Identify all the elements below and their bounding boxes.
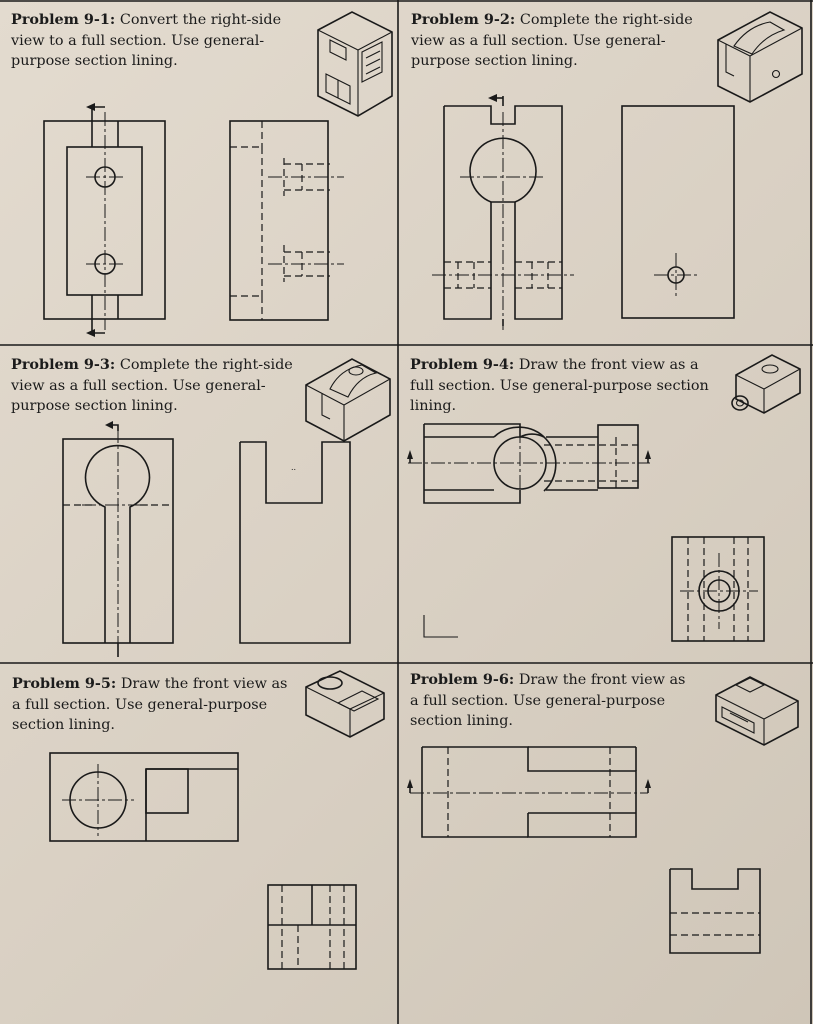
problem-9-1-panel: Problem 9-1: Convert the right-side view… (0, 0, 398, 345)
problem-9-6-statement: Problem 9-6: Draw the front view as a fu… (410, 670, 685, 732)
problem-text-line: view to a full section. Use general- (11, 32, 265, 49)
problem-text-line: view as a full section. Use general- (11, 377, 266, 394)
problem-9-6-drawings (407, 676, 799, 954)
isometric-pictorial (305, 670, 385, 738)
problem-9-2-panel: Problem 9-2: Complete the right-side vie… (398, 0, 813, 345)
front-view (43, 103, 166, 337)
right-side-view (267, 884, 357, 970)
problem-text-line: a full section. Use general-purpose (12, 696, 268, 713)
problem-text-line: Complete the right-side (519, 12, 693, 28)
problem-number: Problem 9-4: (410, 356, 515, 373)
problem-9-6-panel: Problem 9-6: Draw the front view as a fu… (398, 663, 813, 1024)
svg-text:..: .. (291, 463, 296, 472)
problem-9-5-drawings (49, 670, 385, 970)
problem-text-line: a full section. Use general-purpose (410, 692, 666, 709)
problem-9-3-statement: Problem 9-3: Complete the right-side vie… (11, 355, 293, 417)
problem-9-2-statement: Problem 9-2: Complete the right-side vie… (411, 10, 693, 72)
problem-text-line: lining. (410, 398, 457, 414)
top-view (407, 746, 651, 838)
top-view (407, 423, 651, 504)
problem-number: Problem 9-1: (11, 11, 116, 28)
top-view (49, 752, 239, 842)
problem-9-5-panel: Problem 9-5: Draw the front view as a fu… (0, 663, 398, 1024)
problem-9-3-drawings: .. (62, 358, 391, 657)
right-side-view (423, 536, 765, 642)
right-side-view (669, 868, 761, 954)
problem-text-line: purpose section lining. (411, 53, 578, 69)
problem-text-line: Draw the front view as a (518, 357, 699, 373)
isometric-pictorial (731, 354, 801, 414)
problem-9-5-statement: Problem 9-5: Draw the front view as a fu… (12, 674, 287, 736)
isometric-pictorial (305, 358, 391, 442)
right-side-view (229, 120, 344, 321)
problem-text-line: Complete the right-side (119, 357, 293, 373)
problem-9-4-drawings (407, 354, 801, 642)
problem-9-1-statement: Problem 9-1: Convert the right-side view… (11, 10, 281, 72)
problem-text-line: section lining. (12, 717, 115, 733)
problem-text-line: section lining. (410, 713, 513, 729)
problem-text-line: purpose section lining. (11, 53, 178, 69)
problem-text-line: purpose section lining. (11, 398, 178, 414)
front-view (432, 94, 574, 330)
problem-text-line: view as a full section. Use general- (411, 32, 666, 49)
problem-number: Problem 9-6: (410, 671, 515, 688)
isometric-pictorial (317, 11, 393, 117)
problem-9-4-statement: Problem 9-4: Draw the front view as a fu… (410, 355, 709, 417)
problem-9-3-panel: Problem 9-3: Complete the right-side vie… (0, 345, 398, 663)
problem-text-line: Draw the front view as (120, 676, 288, 692)
problem-number: Problem 9-2: (411, 11, 516, 28)
isometric-pictorial (715, 676, 799, 746)
problem-text-line: Draw the front view as (518, 672, 686, 688)
problem-text-line: Convert the right-side (119, 12, 282, 28)
front-view (62, 421, 174, 657)
problem-9-1-drawings (43, 11, 393, 337)
problem-number: Problem 9-5: (12, 675, 117, 692)
problem-number: Problem 9-3: (11, 356, 116, 373)
right-side-view: .. (239, 441, 351, 644)
isometric-pictorial (717, 11, 803, 103)
problem-9-2-drawings (432, 11, 803, 330)
right-side-view (621, 105, 735, 319)
problem-9-4-panel: Problem 9-4: Draw the front view as a fu… (398, 345, 813, 663)
problem-text-line: full section. Use general-purpose sectio… (410, 377, 709, 394)
